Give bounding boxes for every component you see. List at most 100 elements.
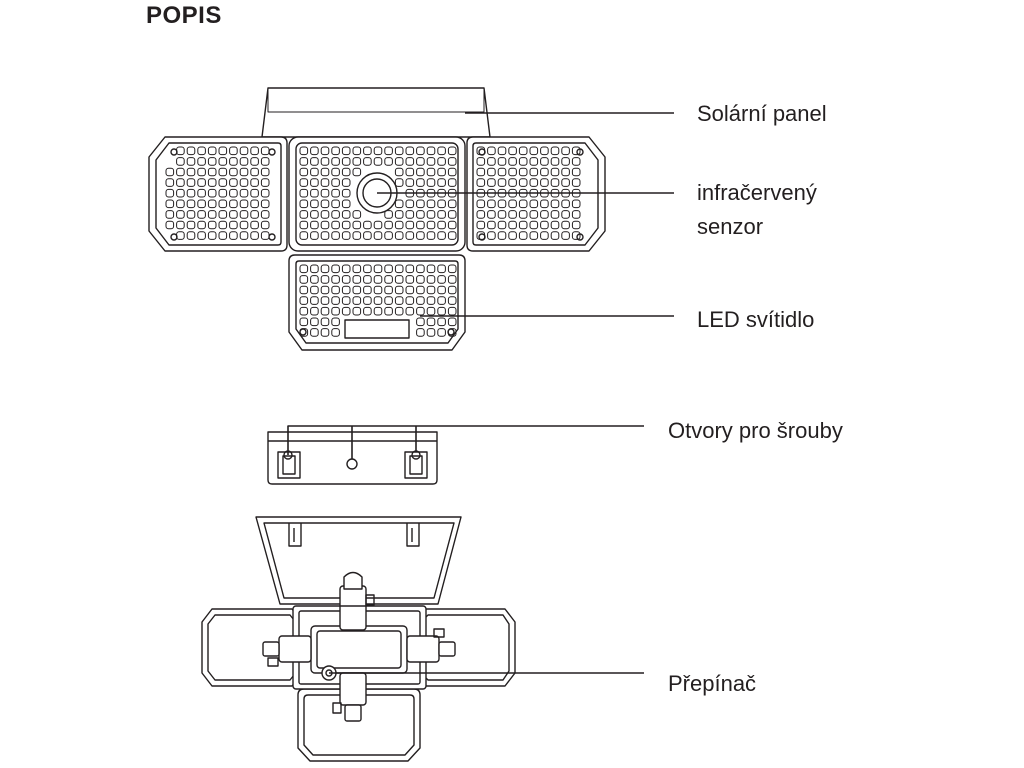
- led-dot: [207, 146, 217, 156]
- led-dot: [363, 296, 372, 305]
- led-dot: [341, 306, 351, 316]
- led-dot: [487, 199, 496, 209]
- led-dot: [437, 157, 446, 166]
- led-dot: [310, 157, 319, 166]
- led-dot: [207, 178, 217, 187]
- led-dot: [426, 296, 436, 305]
- bottom-led-panel: [288, 254, 466, 351]
- solar-panel: [261, 87, 491, 138]
- leader-line-screw-holes: [287, 425, 644, 455]
- led-dot: [550, 146, 560, 156]
- led-dot: [176, 199, 185, 209]
- led-dot: [331, 275, 340, 284]
- led-dot: [426, 146, 436, 156]
- led-dot: [550, 210, 560, 219]
- led-dot: [239, 146, 249, 156]
- led-dot: [394, 296, 404, 305]
- led-dot: [186, 146, 196, 156]
- led-dot: [197, 199, 206, 209]
- led-dot: [405, 157, 415, 166]
- led-dot: [529, 146, 539, 156]
- led-dot: [373, 296, 383, 305]
- led-dot: [405, 264, 415, 274]
- led-dot: [437, 275, 446, 284]
- led-dot: [437, 317, 446, 327]
- led-dot: [405, 306, 415, 316]
- led-dot: [229, 157, 238, 166]
- led-dot: [561, 231, 570, 240]
- led-dot: [186, 199, 196, 209]
- led-dot: [197, 188, 206, 198]
- led-dot: [497, 178, 507, 187]
- led-dot: [218, 146, 228, 156]
- led-dot: [426, 199, 436, 209]
- led-dot: [518, 210, 528, 219]
- led-dot: [239, 157, 249, 166]
- led-dot: [250, 178, 259, 187]
- led-dot: [529, 157, 539, 166]
- led-dot: [229, 188, 238, 198]
- led-dot: [165, 199, 175, 209]
- led-dot: [437, 306, 446, 316]
- led-dot: [405, 199, 415, 209]
- led-dot: [416, 264, 425, 274]
- label-solar-panel: Solární panel: [697, 101, 827, 126]
- led-dot: [447, 306, 457, 316]
- led-dot: [384, 285, 393, 295]
- led-dot: [250, 188, 259, 198]
- led-dot: [518, 231, 528, 240]
- led-dot: [239, 220, 249, 230]
- led-dot: [310, 317, 319, 327]
- led-dot: [426, 231, 436, 240]
- led-dot: [218, 220, 228, 230]
- led-dot: [218, 167, 228, 177]
- led-dot: [447, 285, 457, 295]
- led-dot: [447, 210, 457, 219]
- led-dot: [320, 285, 330, 295]
- led-dot: [310, 167, 319, 177]
- led-dot: [186, 231, 196, 240]
- front-view: [148, 87, 674, 351]
- led-dot: [197, 231, 206, 240]
- led-dot: [341, 231, 351, 240]
- led-dot: [540, 157, 549, 166]
- led-dot: [508, 157, 517, 166]
- led-dot: [437, 199, 446, 209]
- led-dot: [476, 199, 486, 209]
- led-dot: [250, 167, 259, 177]
- led-dot: [447, 157, 457, 166]
- led-dot: [437, 210, 446, 219]
- led-dot: [310, 285, 319, 295]
- back-view: [201, 516, 644, 762]
- led-dot: [487, 231, 496, 240]
- led-dot: [416, 285, 425, 295]
- led-dot: [299, 285, 309, 295]
- led-dot: [416, 328, 425, 337]
- led-dot: [384, 146, 393, 156]
- led-dot: [310, 231, 319, 240]
- led-dot: [331, 146, 340, 156]
- led-dot: [497, 220, 507, 230]
- led-dot: [299, 210, 309, 219]
- led-dot: [476, 167, 486, 177]
- led-dot: [384, 157, 393, 166]
- led-dot: [299, 199, 309, 209]
- led-dot: [299, 178, 309, 187]
- led-dot: [447, 178, 457, 187]
- led-dot: [426, 157, 436, 166]
- led-dot: [447, 317, 457, 327]
- led-dot: [540, 231, 549, 240]
- led-dot: [384, 296, 393, 305]
- led-dot: [384, 306, 393, 316]
- led-dot: [540, 178, 549, 187]
- led-dot: [250, 157, 259, 166]
- led-dot: [331, 220, 340, 230]
- led-dot: [363, 275, 372, 284]
- led-dot: [405, 285, 415, 295]
- led-dot: [331, 199, 340, 209]
- led-dot: [239, 188, 249, 198]
- led-dot: [320, 296, 330, 305]
- led-dot: [416, 317, 425, 327]
- led-dot: [561, 157, 570, 166]
